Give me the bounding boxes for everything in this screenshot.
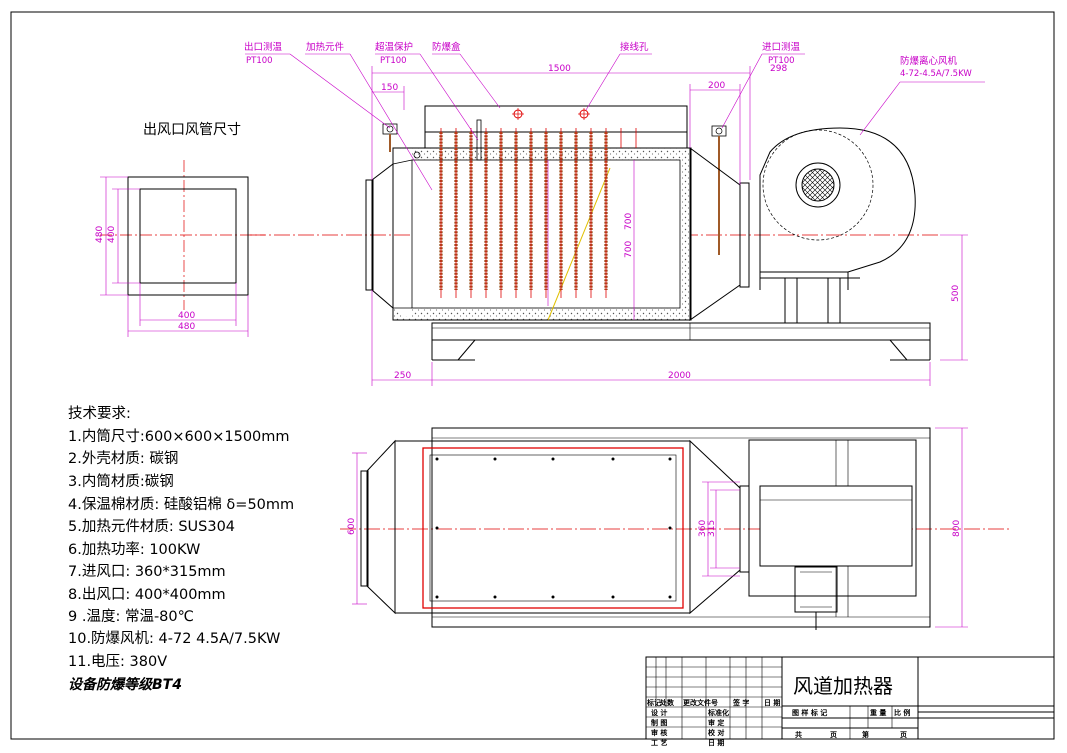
label-drawing-mark: 图 样 标 记 — [792, 708, 827, 717]
fan-stand-post — [784, 277, 798, 324]
dim-2000: 2000 — [668, 371, 691, 381]
tech-item: 9 .温度: 常温-80℃ — [68, 609, 194, 625]
duct-outer — [127, 176, 249, 296]
label-approve: 审 定 — [708, 718, 724, 727]
dim-150: 150 — [381, 83, 398, 93]
tech-item: 11.电压: 380V — [68, 654, 168, 670]
dim-400-v: 400 — [107, 226, 117, 243]
col-date: 日 期 — [764, 698, 780, 707]
label-total: 共 — [795, 730, 802, 739]
tech-item: 3.内筒材质:碳钢 — [68, 474, 174, 490]
tech-item: 2.外壳材质: 碳钢 — [68, 451, 179, 467]
dim-800: 800 — [952, 520, 962, 537]
heater-element-group — [439, 119, 637, 298]
tech-item: 8.出风口: 400*400mm — [68, 587, 226, 603]
label-date: 日 期 — [708, 738, 724, 747]
outlet-temp-probe-icon — [382, 123, 398, 152]
callout-overtemp-pt100: PT100 — [380, 56, 407, 66]
col-mark: 标记 — [646, 698, 661, 707]
callout-fan: 防爆离心风机 — [900, 55, 958, 67]
dim-700-a: 700 — [624, 241, 634, 258]
tech-item: 10.防爆风机: 4-72 4.5A/7.5KW — [68, 631, 281, 647]
row-review: 审 核 — [651, 728, 667, 737]
dim-400-h: 400 — [178, 311, 195, 321]
tech-heading: 技术要求: — [68, 406, 131, 422]
dim-480-h: 480 — [178, 322, 195, 332]
label-scale: 比 例 — [894, 708, 910, 717]
title-block: 风道加热器 标记 处数 更改文件号 签 字 日 期 设 计 制 图 审 核 工 … — [645, 656, 1055, 747]
callout-explosion-box: 防爆盒 — [432, 41, 461, 53]
tech-item: 6.加热功率: 100KW — [68, 542, 201, 558]
dim-600: 600 — [347, 518, 357, 535]
label-no: 第 — [862, 730, 869, 739]
dim-298: 298 — [770, 64, 787, 74]
row-draw: 制 图 — [651, 718, 667, 727]
section-break-line — [547, 167, 611, 321]
dim-360: 360 — [698, 520, 708, 537]
col-change-doc: 更改文件号 — [683, 698, 718, 707]
callout-inlet-pt100: PT100 — [768, 56, 795, 66]
dim-500: 500 — [951, 285, 961, 302]
label-standard: 标准化 — [707, 708, 729, 717]
col-sign: 签 字 — [732, 698, 749, 707]
dim-1500: 1500 — [548, 64, 571, 74]
tech-item: 5.加热元件材质: SUS304 — [68, 519, 236, 535]
callout-wiring-hole: 接线孔 — [620, 41, 649, 53]
row-process: 工 艺 — [651, 738, 667, 747]
tech-item: 1.内筒尺寸:600×600×1500mm — [68, 429, 290, 445]
callout-fan-model: 4-72-4.5A/7.5KW — [900, 69, 972, 79]
explosion-proof-box — [424, 105, 688, 133]
callout-outlet-temp: 出口测温 — [244, 41, 283, 53]
dim-480-v: 480 — [95, 226, 105, 243]
inlet-temp-probe-icon — [711, 125, 727, 255]
plan-view: 600 360 315 800 — [340, 427, 1010, 630]
col-count: 处数 — [659, 698, 675, 707]
inlet-flange — [739, 182, 750, 288]
plan-box — [422, 447, 684, 609]
plan-fan-motor — [794, 566, 838, 613]
dim-250: 250 — [394, 371, 411, 381]
callout-overtemp: 超温保护 — [375, 41, 413, 53]
sheet-border — [10, 11, 1055, 740]
dim-315: 315 — [707, 520, 717, 537]
fan-stand-post — [827, 277, 841, 324]
tech-item: 7.进风口: 360*315mm — [68, 564, 226, 580]
dim-700-b: 700 — [624, 213, 634, 230]
outlet-duct-title: 出风口风管尺寸 — [143, 122, 241, 138]
plan-outlet-transition — [366, 439, 396, 615]
plan-body — [394, 440, 691, 614]
callout-heater-element: 加热元件 — [306, 41, 345, 53]
label-sheet: 页 — [830, 731, 837, 739]
wiring-hole-icon — [512, 108, 524, 120]
label-check: 校 对 — [708, 728, 724, 737]
outlet-flange — [365, 179, 374, 291]
base-frame — [431, 322, 931, 361]
front-elevation: 1500 150 200 298 500 250 2000 700 700 出口… — [244, 41, 985, 386]
centrifugal-fan — [759, 127, 916, 290]
label-no-sheet: 页 — [900, 731, 907, 739]
inlet-transition — [689, 147, 741, 321]
callout-outlet-pt100: PT100 — [246, 56, 273, 66]
plan-base-frame — [431, 427, 931, 628]
row-design: 设 计 — [651, 708, 667, 717]
plan-fan-housing — [748, 439, 917, 597]
drawing-title: 风道加热器 — [793, 674, 893, 698]
tech-item: 4.保温棉材质: 硅酸铝棉 δ=50mm — [68, 497, 295, 513]
duct-inner — [139, 188, 237, 284]
outlet-duct-detail: 出风口风管尺寸 480 400 400 480 — [95, 122, 265, 337]
tech-footer: 设备防爆等级BT4 — [68, 677, 182, 693]
label-weight: 重 量 — [870, 708, 886, 717]
dim-200: 200 — [708, 81, 725, 91]
outlet-transition — [371, 162, 394, 310]
callout-inlet-temp: 进口测温 — [762, 42, 801, 53]
wiring-hole-icon — [578, 108, 590, 120]
